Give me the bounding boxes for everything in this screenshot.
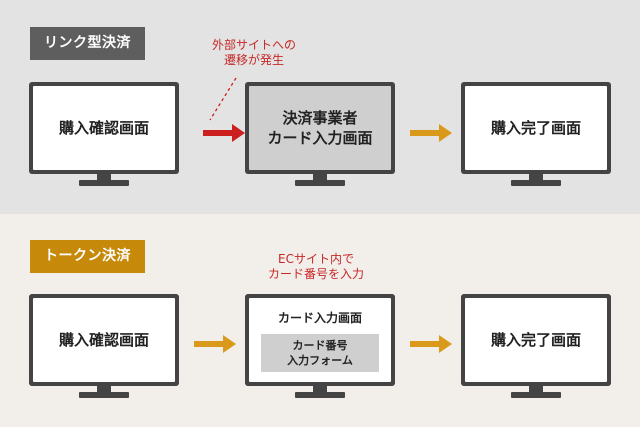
screen-title: 購入完了画面 xyxy=(490,331,581,349)
monitor-card-input-external: 決済事業者 カード入力画面 xyxy=(245,82,395,188)
monitor-purchase-complete-link: 購入完了画面 xyxy=(461,82,611,188)
monitor-purchase-confirm-link: 購入確認画面 xyxy=(29,82,179,188)
form-box-line2: 入力フォーム xyxy=(287,353,353,367)
screen-title-line2: カード入力画面 xyxy=(267,129,373,147)
card-number-form-box: カード番号 入力フォーム xyxy=(261,333,379,372)
link-payment-section: リンク型決済 外部サイトへの 遷移が発生 購入確認画面 決済事業者 カード入力画… xyxy=(0,0,640,214)
red-arrow-icon xyxy=(203,124,245,142)
screen-title: 購入確認画面 xyxy=(58,119,149,137)
link-note-line1: 外部サイトへの xyxy=(211,38,296,52)
form-box-line1: カード番号 xyxy=(292,338,348,352)
screen-title: 購入完了画面 xyxy=(490,119,581,137)
gold-arrow-icon xyxy=(194,335,236,353)
link-payment-label: リンク型決済 xyxy=(30,27,145,60)
token-note: ECサイト内で カード番号を入力 xyxy=(248,252,384,282)
link-note-line2: 遷移が発生 xyxy=(223,53,284,67)
token-payment-section: トークン決済 ECサイト内で カード番号を入力 購入確認画面 カード入力画面 カ… xyxy=(0,214,640,427)
monitor-purchase-complete-token: 購入完了画面 xyxy=(461,294,611,400)
gold-arrow-icon xyxy=(410,124,452,142)
monitor-purchase-confirm-token: 購入確認画面 xyxy=(29,294,179,400)
screen-title: カード入力画面 xyxy=(277,310,362,325)
gold-arrow-icon xyxy=(410,335,452,353)
screen-title-line1: 決済事業者 xyxy=(282,109,358,127)
dashed-pointer-icon xyxy=(209,77,237,121)
link-note: 外部サイトへの 遷移が発生 xyxy=(194,38,314,68)
token-payment-label: トークン決済 xyxy=(30,240,145,273)
monitor-card-input-inline: カード入力画面 カード番号 入力フォーム xyxy=(245,294,395,400)
token-note-line2: カード番号を入力 xyxy=(267,267,364,281)
screen-title: 購入確認画面 xyxy=(58,331,149,349)
token-note-line1: ECサイト内で xyxy=(278,252,354,266)
